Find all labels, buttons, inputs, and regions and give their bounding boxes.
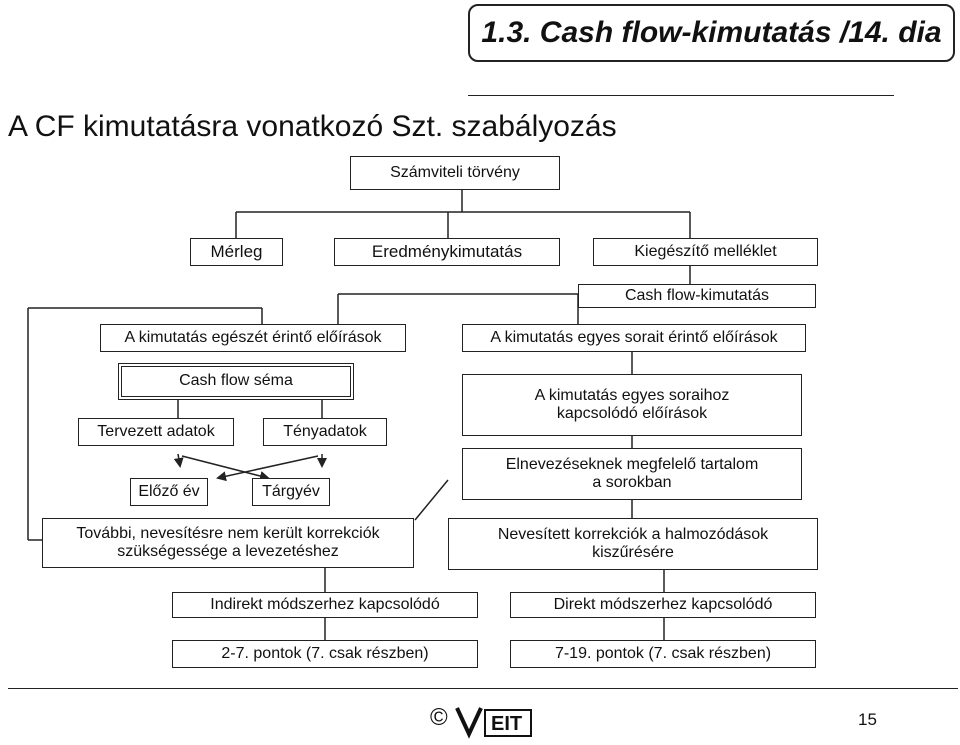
node-elozo-ev: Előző év — [130, 478, 208, 506]
page-heading: A CF kimutatásra vonatkozó Szt. szabályo… — [8, 110, 617, 143]
node-tovabbi-korrekciok: További, nevesítésre nem került korrekci… — [42, 518, 414, 568]
slide-title: 1.3. Cash flow-kimutatás /14. dia — [468, 4, 955, 62]
node-egeszet-erinto: A kimutatás egészét érintő előírások — [100, 324, 406, 352]
node-nevesitett-korrekciok: Nevesített korrekciók a halmozódások kis… — [448, 518, 818, 570]
title-rule — [468, 95, 894, 96]
node-indirekt: Indirekt módszerhez kapcsolódó — [172, 592, 478, 618]
node-tenyadatok: Tényadatok — [263, 418, 387, 446]
footer-rule — [8, 688, 958, 689]
node-egyes-sorait-erinto: A kimutatás egyes sorait érintő előíráso… — [462, 324, 806, 352]
copyright-symbol: © — [430, 704, 448, 731]
logo-text: EIT — [491, 713, 522, 735]
node-szamviteli-torveny: Számviteli törvény — [350, 156, 560, 190]
page-number: 15 — [858, 710, 877, 729]
node-targyev: Tárgyév — [252, 478, 330, 506]
node-soraihoz-kapcsolodo: A kimutatás egyes soraihoz kapcsolódó el… — [462, 374, 802, 436]
node-kiegeszito-melleklet: Kiegészítő melléklet — [593, 238, 818, 266]
node-indirekt-pontok: 2-7. pontok (7. csak részben) — [172, 640, 478, 668]
node-tervezett-adatok: Tervezett adatok — [78, 418, 234, 446]
node-merleg: Mérleg — [190, 238, 283, 266]
node-cash-flow-sema: Cash flow séma — [118, 363, 354, 400]
node-direkt: Direkt módszerhez kapcsolódó — [510, 592, 816, 618]
veit-logo: EIT — [455, 702, 535, 740]
node-cash-flow-kimutatas: Cash flow-kimutatás — [578, 284, 816, 308]
node-direkt-pontok: 7-19. pontok (7. csak részben) — [510, 640, 816, 668]
node-elnevezeseknek: Elnevezéseknek megfelelő tartalom a soro… — [462, 448, 802, 500]
node-eredmenykimutatas: Eredménykimutatás — [334, 238, 560, 266]
